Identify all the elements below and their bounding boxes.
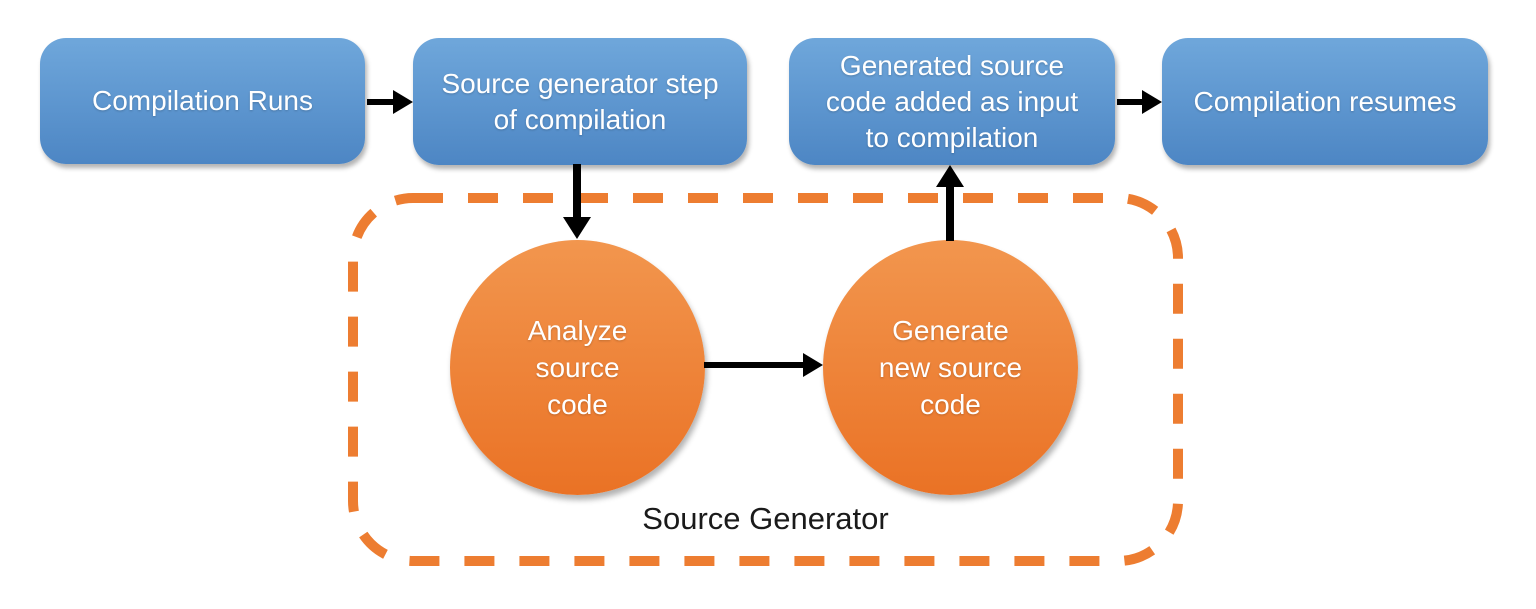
node-label-line: of compilation <box>493 103 667 135</box>
node-label-line: code added as input <box>825 85 1079 117</box>
arrow-compilation-runs-to-source-generator-step-icon <box>367 90 413 114</box>
dashed-border-rect <box>348 193 1183 566</box>
node-label-line: code <box>547 389 608 420</box>
arrow-generate-to-generated-source-icon <box>936 165 964 241</box>
arrow-analyze-to-generate-icon <box>704 353 823 377</box>
node-label-line: to compilation <box>865 121 1039 153</box>
node-label-line: source <box>535 352 620 383</box>
node-compilation-resumes: Compilation resumes <box>1162 38 1488 165</box>
node-label: Compilation Runs <box>92 85 313 116</box>
node-label-line: Generate <box>892 315 1009 346</box>
node-label-line: Source generator step <box>441 67 719 99</box>
arrow-generated-source-to-compilation-resumes-icon <box>1117 90 1162 114</box>
source-generator-group-label: Source Generator <box>642 501 889 536</box>
arrow-source-generator-step-to-analyze-icon <box>563 164 591 239</box>
node-label-line: new source <box>878 352 1023 383</box>
node-label: Compilation resumes <box>1193 85 1457 117</box>
node-source-generator-step: Source generator step of compilation <box>413 38 747 165</box>
node-label-line: Generated source <box>839 49 1065 81</box>
node-label-line: Analyze <box>527 315 628 346</box>
node-generated-source-added: Generated source code added as input to … <box>789 38 1115 165</box>
node-generate-new-source-code: Generate new source code <box>823 240 1078 495</box>
node-label-line: code <box>920 389 981 420</box>
node-analyze-source-code: Analyze source code <box>450 240 705 495</box>
node-compilation-runs: Compilation Runs <box>40 38 365 164</box>
source-generator-group-boundary <box>348 193 1183 566</box>
